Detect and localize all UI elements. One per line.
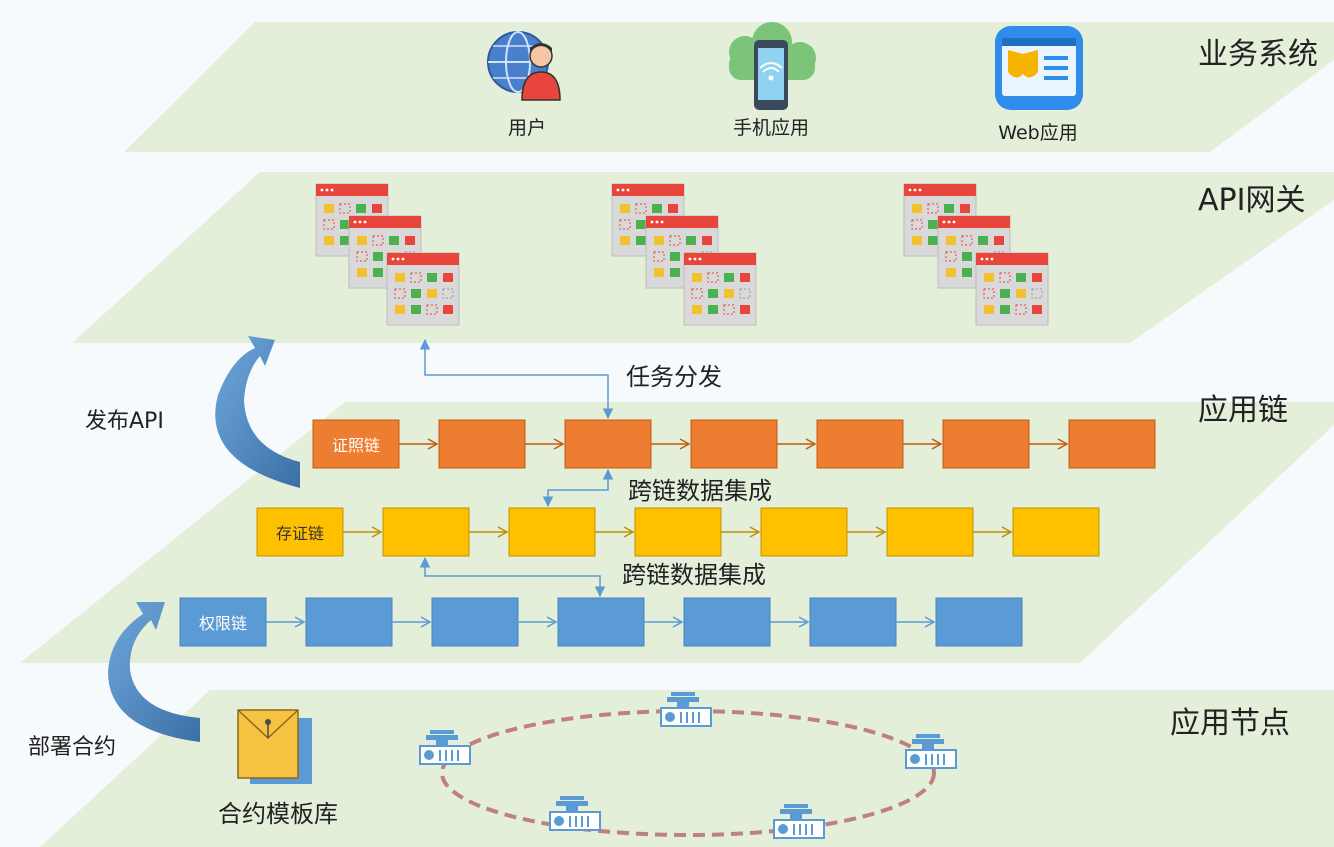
layer-title-nodes: 应用节点 <box>1170 706 1290 741</box>
chain-head-label: 证照链 <box>332 436 380 455</box>
chain-block <box>760 507 848 557</box>
publish-api-label: 发布API <box>85 409 164 434</box>
deploy-contract-label: 部署合约 <box>28 735 116 760</box>
chain-block <box>305 597 393 647</box>
business-label-user: 用户 <box>508 117 546 139</box>
chain-link-arrowhead <box>924 616 936 628</box>
business-label-web: Web应用 <box>998 122 1077 144</box>
chain-block <box>557 597 645 647</box>
chain-head-label: 权限链 <box>199 614 247 633</box>
layer-title-gateway: API网关 <box>1198 183 1305 218</box>
layer-title-business: 业务系统 <box>1198 37 1318 72</box>
chain-link-arrowhead <box>420 616 432 628</box>
chain-block <box>1068 419 1156 469</box>
chain-block <box>816 419 904 469</box>
chain-block <box>564 419 652 469</box>
consensus-ring <box>440 709 936 837</box>
chain-block <box>1012 507 1100 557</box>
publish-api-arrow <box>215 336 300 488</box>
chain-block <box>438 419 526 469</box>
chain-link-arrowhead <box>749 526 761 538</box>
chain-block <box>634 507 722 557</box>
cross-chain-connector-1 <box>542 468 614 508</box>
chain-link-arrowhead <box>805 438 817 450</box>
chain-link-arrowhead <box>931 438 943 450</box>
chain-head-label: 存证链 <box>276 524 324 543</box>
mobile-cloud-icon <box>729 22 816 110</box>
chain-link-arrowhead <box>371 526 383 538</box>
nodes-layer-plane <box>40 690 1334 847</box>
chain-block <box>382 507 470 557</box>
web-shield-icon <box>995 26 1083 110</box>
business-label-mobile: 手机应用 <box>733 117 809 139</box>
chain-block <box>683 597 771 647</box>
user-globe-icon <box>487 31 561 101</box>
chain-link-arrowhead <box>1057 438 1069 450</box>
contract-folder-icon <box>237 709 312 784</box>
chain-block <box>942 419 1030 469</box>
chain-head-1 <box>312 419 400 469</box>
chain-link-arrowhead <box>553 438 565 450</box>
chain-link-arrowhead <box>546 616 558 628</box>
chain-blocks <box>266 419 1156 647</box>
chain-link-arrowhead <box>427 438 439 450</box>
chain-block <box>935 597 1023 647</box>
chain-link-arrowhead <box>623 526 635 538</box>
chain-link-arrowhead <box>1001 526 1013 538</box>
chain-link-arrowhead <box>798 616 810 628</box>
chain-block <box>886 507 974 557</box>
task-dispatch-label: 任务分发 <box>626 363 722 391</box>
layer-title-appchain: 应用链 <box>1198 393 1288 428</box>
chain-block <box>431 597 519 647</box>
chain-block <box>809 597 897 647</box>
deploy-contract-arrow <box>108 602 200 742</box>
chain-row-2: 存证链 <box>256 507 344 557</box>
chain-block <box>508 507 596 557</box>
chain-head-3 <box>179 597 267 647</box>
chain-row-1: 证照链 <box>312 419 400 469</box>
chain-row-3: 权限链 <box>179 597 267 647</box>
cross-chain-connector-2 <box>419 556 606 598</box>
cross-chain-label-2: 跨链数据集成 <box>622 561 766 589</box>
task-dispatch-connector <box>419 338 614 420</box>
chain-link-arrowhead <box>672 616 684 628</box>
chain-link-arrowhead <box>294 616 306 628</box>
business-layer-plane <box>124 22 1334 152</box>
chain-block <box>690 419 778 469</box>
chain-link-arrowhead <box>875 526 887 538</box>
contract-library-label: 合约模板库 <box>218 800 338 828</box>
chain-link-arrowhead <box>679 438 691 450</box>
chain-link-arrowhead <box>497 526 509 538</box>
cross-chain-label-1: 跨链数据集成 <box>628 477 772 505</box>
